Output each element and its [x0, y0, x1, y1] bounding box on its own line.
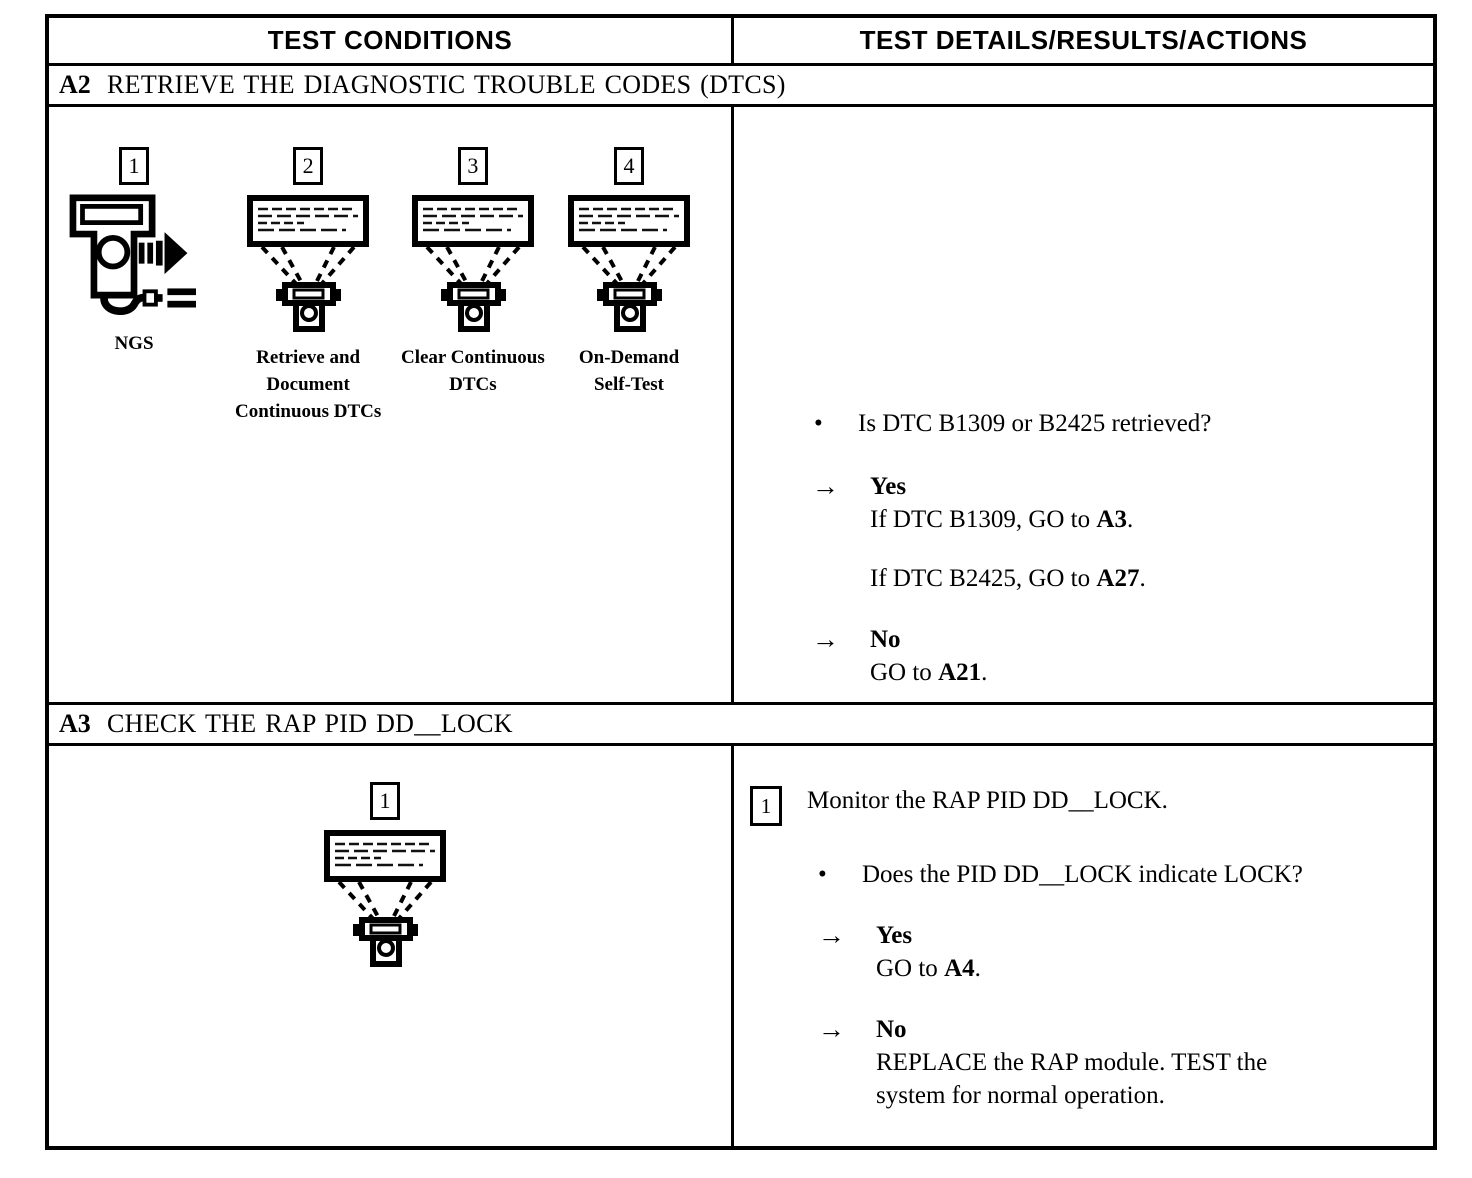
text-segment: GO to: [876, 955, 945, 982]
a3-yes-label: Yes: [876, 922, 913, 949]
a3-no-line2: system for normal operation.: [876, 1079, 1267, 1112]
icon-label-line: Retrieve and: [256, 347, 361, 368]
a2-question-row: • Is DTC B1309 or B2425 retrieved?: [734, 407, 1433, 440]
a3-answer-yes-body: Yes GO to A4.: [876, 919, 981, 985]
icon-label-line: Self-Test: [593, 374, 664, 395]
bold-segment: A21: [938, 659, 982, 686]
step-number-badge: 1: [370, 782, 400, 820]
section-a3-title-row: A3 CHECK THE RAP PID DD__LOCK: [49, 705, 1433, 746]
a2-answer-no-body: No GO to A21.: [870, 623, 987, 689]
header-test-details: TEST DETAILS/RESULTS/ACTIONS: [859, 25, 1308, 55]
a2-no-label: No: [870, 626, 901, 653]
bullet-icon: •: [814, 410, 823, 437]
arrow-icon: →: [818, 920, 845, 950]
a2-answer-yes-body: Yes If DTC B1309, GO to A3. If DTC B2425…: [870, 470, 1146, 595]
icon-label-line: Document: [266, 374, 350, 395]
icon-label-line: Continuous DTCs: [235, 401, 382, 422]
a3-question-text: Does the PID DD__LOCK indicate LOCK?: [862, 861, 1303, 888]
text-segment: If DTC B1309, GO to: [870, 506, 1097, 533]
text-segment: system for normal operation.: [876, 1082, 1165, 1109]
a2-step3-clear-dtcs-group: 3 Clear Continuous DTCs: [401, 147, 545, 398]
text-segment: REPLACE the RAP module. TEST the: [876, 1049, 1268, 1076]
icon-label-line: On-Demand: [578, 347, 680, 368]
step-number-badge: 1: [119, 147, 149, 185]
a2-test-details-cell: • Is DTC B1309 or B2425 retrieved? → Yes…: [734, 107, 1433, 702]
scan-tool-display-icon: [411, 194, 535, 332]
section-a2-id: A2: [59, 70, 91, 99]
step-number: 1: [128, 153, 140, 178]
a3-test-conditions-cell: 1: [49, 746, 734, 1146]
bold-segment: A4: [944, 955, 975, 982]
a3-answer-no-body: No REPLACE the RAP module. TEST the syst…: [876, 1013, 1267, 1112]
scan-tool-display-icon: [323, 829, 447, 967]
section-a2-title-row: A2 RETRIEVE THE DIAGNOSTIC TROUBLE CODES…: [49, 66, 1433, 107]
text-segment: .: [974, 955, 981, 982]
a3-step1-text: Monitor the RAP PID DD__LOCK.: [807, 787, 1168, 814]
a2-no-line1: GO to A21.: [870, 656, 987, 689]
step-number: 2: [302, 153, 314, 178]
icon-label-self-test: On-Demand Self-Test: [579, 344, 679, 398]
a2-step1-ngs-group: 1 NGS: [63, 147, 205, 357]
a2-step4-self-test-group: 4 On-Demand Self-Test: [567, 147, 691, 398]
a2-answer-no: → No GO to A21.: [734, 623, 1433, 689]
a3-no-label: No: [876, 1016, 907, 1043]
a2-test-conditions-cell: 1 NGS 2 Retrieve and Document Continuous…: [49, 107, 734, 702]
icon-label-retrieve-dtcs: Retrieve and Document Continuous DTCs: [235, 344, 381, 425]
arrow-icon: →: [812, 624, 839, 654]
text-segment: .: [1126, 506, 1134, 533]
icon-label-line: NGS: [114, 333, 154, 354]
a3-test-details-cell: 1 Monitor the RAP PID DD__LOCK. • Does t…: [734, 746, 1433, 1146]
arrow-icon: →: [818, 1014, 845, 1044]
icon-label-line: DTCs: [449, 374, 497, 395]
step-number-badge: 3: [457, 147, 488, 185]
section-a3-id: A3: [59, 709, 91, 738]
step-number-box: 1: [750, 786, 782, 826]
a2-yes-line2: If DTC B2425, GO to A27.: [870, 562, 1146, 595]
section-a3-content-row: 1 1 Monitor the RAP PID DD__LOCK. • Does…: [49, 746, 1433, 1146]
scan-tool-display-icon: [567, 194, 691, 332]
icon-label-ngs: NGS: [114, 330, 153, 357]
a3-question-row: • Does the PID DD__LOCK indicate LOCK?: [734, 858, 1433, 891]
bold-segment: A3: [1096, 506, 1127, 533]
text-segment: .: [1139, 565, 1146, 592]
a3-yes-line1: GO to A4.: [876, 952, 981, 985]
ngs-tester-icon: [63, 194, 205, 318]
step-number: 1: [760, 793, 772, 818]
section-a3-title: CHECK THE RAP PID DD__LOCK: [107, 709, 513, 738]
a2-step2-retrieve-dtcs-group: 2 Retrieve and Document Continuous DTCs: [235, 147, 381, 425]
table-header-row: TEST CONDITIONS TEST DETAILS/RESULTS/ACT…: [49, 18, 1433, 66]
a2-question-text: Is DTC B1309 or B2425 retrieved?: [858, 410, 1212, 437]
text-segment: GO to: [870, 659, 939, 686]
a2-yes-label: Yes: [870, 473, 907, 500]
a3-step1-monitor-pid-group: 1: [323, 782, 447, 967]
a3-answer-no: → No REPLACE the RAP module. TEST the sy…: [734, 1013, 1433, 1112]
header-test-conditions: TEST CONDITIONS: [49, 18, 734, 63]
a3-answer-yes: → Yes GO to A4.: [734, 919, 1433, 985]
a3-step1-row: 1 Monitor the RAP PID DD__LOCK.: [734, 784, 1433, 826]
section-a2-title: RETRIEVE THE DIAGNOSTIC TROUBLE CODES (D…: [107, 70, 786, 99]
section-a2-content-row: 1 NGS 2 Retrieve and Document Continuous…: [49, 107, 1433, 705]
a2-answer-yes: → Yes If DTC B1309, GO to A3. If DTC B24…: [734, 470, 1433, 595]
bold-segment: A27: [1096, 565, 1140, 592]
icon-label-clear-dtcs: Clear Continuous DTCs: [401, 344, 545, 398]
step-number: 4: [623, 153, 635, 178]
text-segment: If DTC B2425, GO to: [870, 565, 1097, 592]
step-number: 3: [467, 153, 479, 178]
scan-tool-display-icon: [246, 194, 370, 332]
text-segment: .: [981, 659, 988, 686]
a2-yes-line1: If DTC B1309, GO to A3.: [870, 503, 1146, 536]
bullet-icon: •: [818, 861, 827, 888]
a3-no-line1: REPLACE the RAP module. TEST the: [876, 1046, 1267, 1079]
pinpoint-test-table: TEST CONDITIONS TEST DETAILS/RESULTS/ACT…: [45, 14, 1437, 1150]
step-number: 1: [379, 788, 391, 813]
step-number-badge: 2: [293, 147, 324, 185]
arrow-icon: →: [812, 471, 839, 501]
icon-label-line: Clear Continuous: [401, 347, 545, 368]
step-number-badge: 4: [614, 147, 644, 185]
